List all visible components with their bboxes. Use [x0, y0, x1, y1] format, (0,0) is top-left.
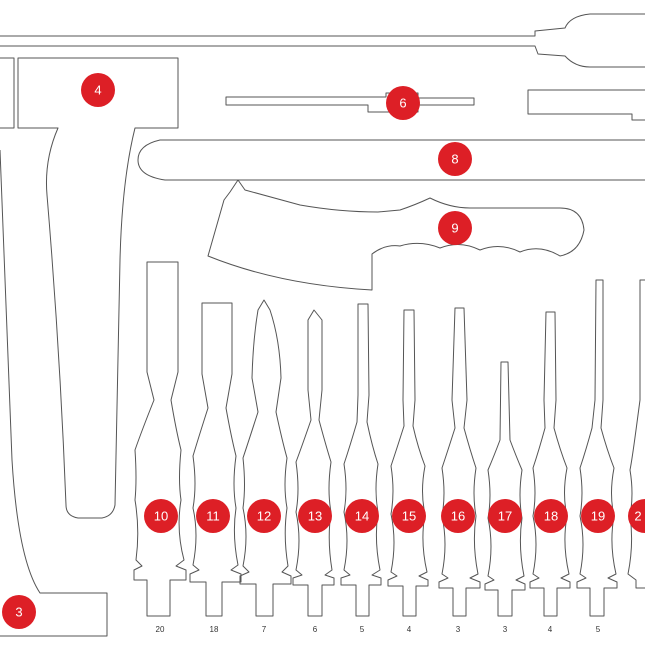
badge-19-number: 19 — [591, 509, 605, 524]
badge-8: 8 — [438, 142, 472, 176]
tool-top-right-outline — [527, 89, 645, 121]
badge-20-number: 2 — [634, 509, 641, 524]
badge-9: 9 — [438, 211, 472, 245]
chisel-6-outline — [225, 92, 475, 113]
badge-18-number: 18 — [544, 509, 558, 524]
badge-8-number: 8 — [451, 152, 458, 167]
badge-15-number: 15 — [402, 509, 416, 524]
badge-17-number: 17 — [498, 509, 512, 524]
badge-10-number: 10 — [154, 509, 168, 524]
badge-17: 17 — [488, 499, 522, 533]
badge-12: 12 — [247, 499, 281, 533]
screwdriver-18-outline — [529, 311, 571, 617]
screwdriver-10-outline — [133, 261, 187, 617]
badge-12-number: 12 — [257, 509, 271, 524]
size-label-14: 5 — [360, 625, 365, 634]
screwdriver-15-outline — [387, 309, 429, 617]
size-label-15: 4 — [407, 625, 412, 634]
badge-18: 18 — [534, 499, 568, 533]
badge-14: 14 — [345, 499, 379, 533]
size-label-16: 3 — [456, 625, 461, 634]
badge-11-number: 11 — [206, 509, 220, 524]
badge-16-number: 16 — [451, 509, 465, 524]
badge-14-number: 14 — [355, 509, 369, 524]
badge-11: 11 — [196, 499, 230, 533]
size-label-11: 18 — [210, 625, 219, 634]
size-label-19: 5 — [596, 625, 601, 634]
long-handle-outline — [0, 149, 108, 637]
badge-15: 15 — [392, 499, 426, 533]
badge-3: 3 — [2, 595, 36, 629]
file-8-outline — [137, 139, 645, 181]
screwdriver-12-outline — [239, 299, 292, 617]
size-label-12: 7 — [262, 625, 267, 634]
size-label-18: 4 — [548, 625, 553, 634]
screwdriver-20-outline — [627, 279, 645, 589]
screwdriver-11-outline — [189, 302, 242, 617]
cleaver-9-outline — [207, 179, 585, 291]
left-block-outline — [0, 57, 15, 129]
screwdriver-13-outline — [292, 309, 335, 617]
screwdriver-19-outline — [576, 279, 618, 617]
badge-13: 13 — [298, 499, 332, 533]
long-tool-outline — [0, 13, 645, 68]
badge-9-number: 9 — [451, 221, 458, 236]
screwdriver-17-outline — [484, 361, 526, 617]
screwdriver-14-outline — [340, 303, 382, 617]
hammer-outline — [17, 57, 179, 519]
badge-6-number: 6 — [399, 96, 406, 111]
badge-4: 4 — [81, 73, 115, 107]
badge-4-number: 4 — [94, 83, 101, 98]
size-label-10: 20 — [156, 625, 165, 634]
badge-16: 16 — [441, 499, 475, 533]
badge-6: 6 — [386, 86, 420, 120]
badge-3-number: 3 — [15, 605, 22, 620]
size-label-17: 3 — [503, 625, 508, 634]
screwdriver-16-outline — [438, 307, 481, 617]
badge-20-partial: 2 — [628, 499, 645, 533]
size-label-13: 6 — [313, 625, 318, 634]
badge-10: 10 — [144, 499, 178, 533]
badge-19: 19 — [581, 499, 615, 533]
badge-13-number: 13 — [308, 509, 322, 524]
